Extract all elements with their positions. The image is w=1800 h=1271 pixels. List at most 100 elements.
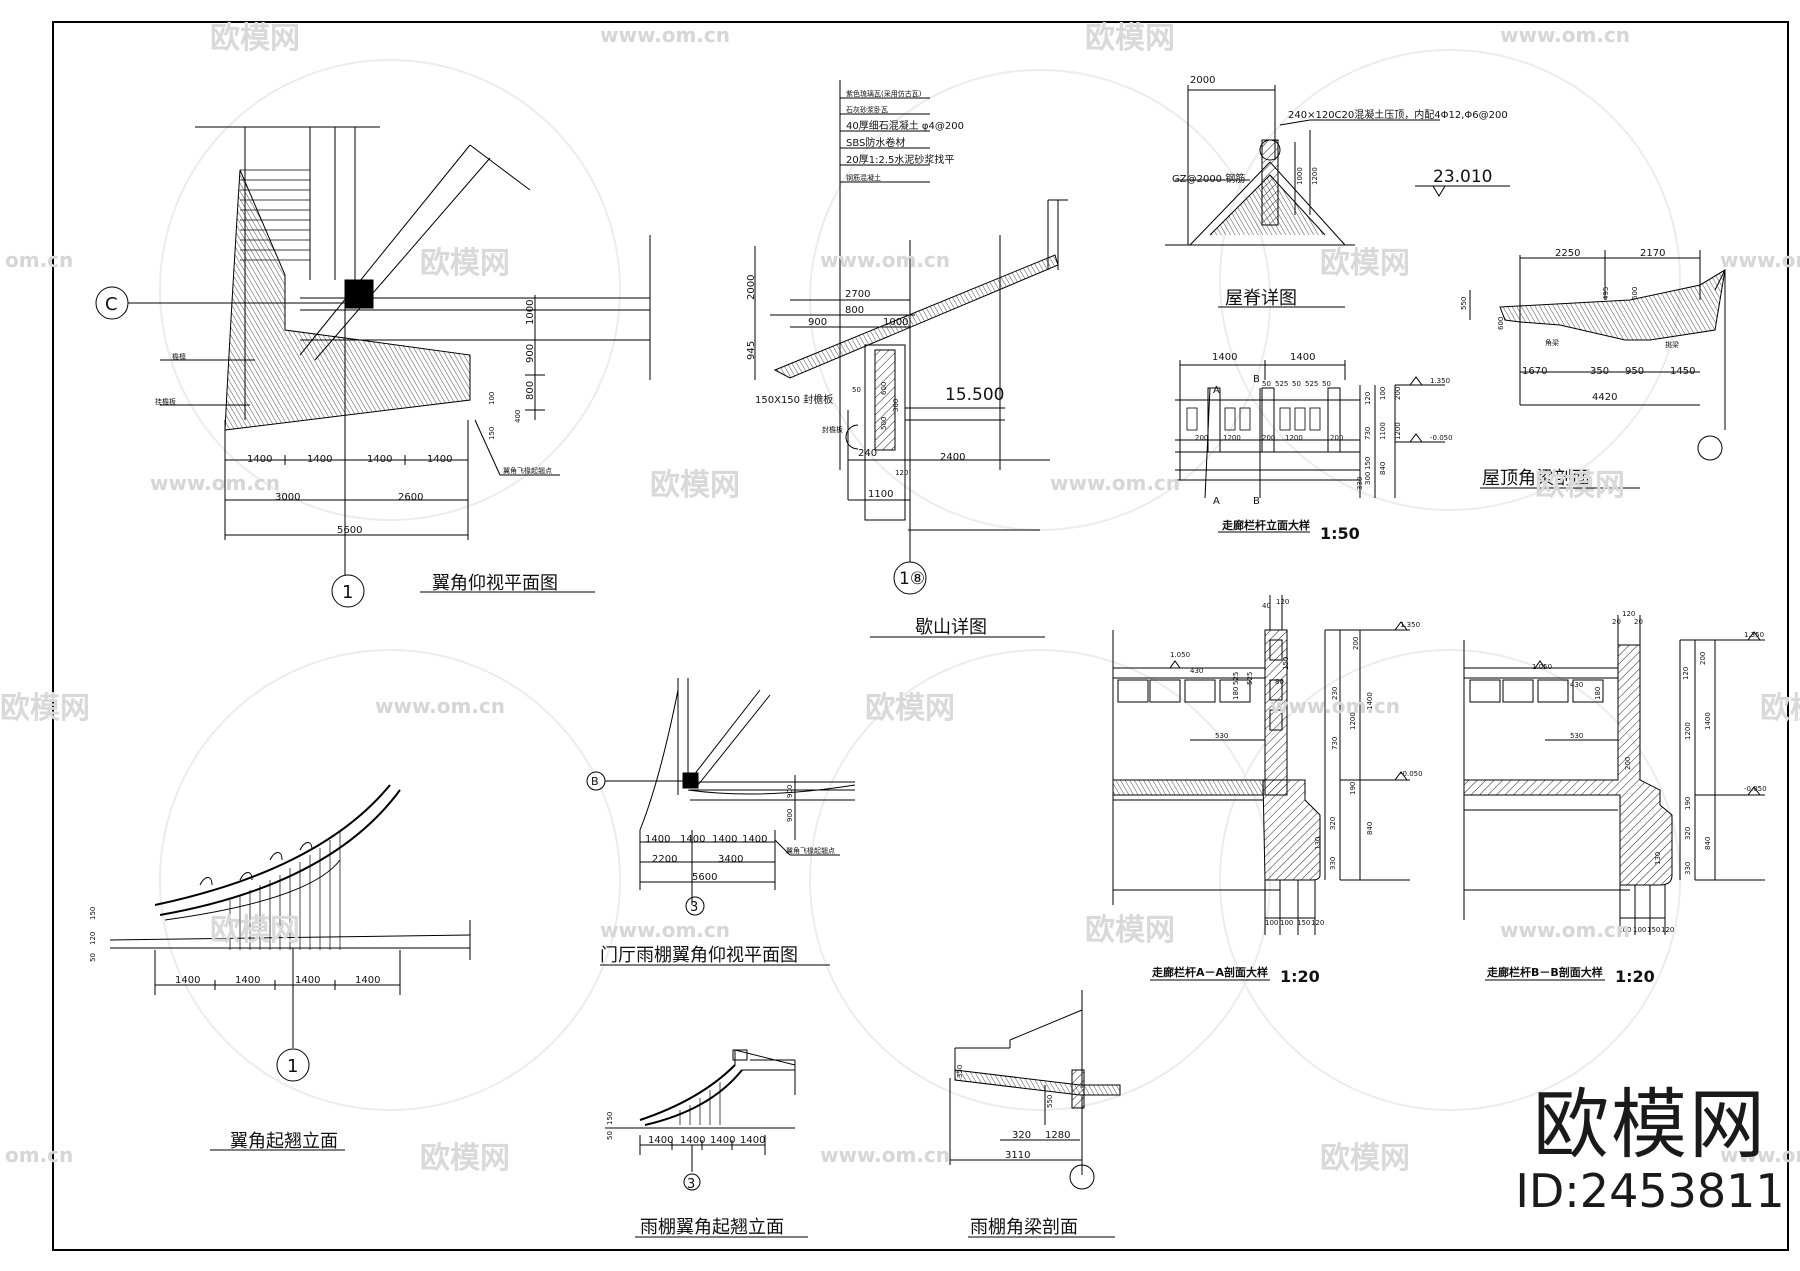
section-a-dim-b2: 100 [1280, 919, 1293, 927]
gable-layer-5: 20厚1:2.5水泥砂浆找平 [846, 153, 954, 166]
railing-dim-top-1: 1400 [1212, 352, 1237, 363]
watermark-brand: 欧模网 [420, 246, 510, 281]
watermark-url: www.om.cn [1270, 694, 1400, 718]
railing-dim-mid-5: 50 [1322, 380, 1331, 388]
wing-plan-dim-2: 1400 [307, 454, 332, 465]
section-b-scale: 1:20 [1615, 967, 1655, 986]
canopy-plan-dim-total: 5600 [692, 872, 717, 883]
section-a-dim-top-2: 120 [1276, 598, 1289, 606]
canopy-plan-axis-3: 3 [690, 900, 698, 915]
railing-cut-a: A [1213, 385, 1220, 396]
section-a-dim-200: 200 [1352, 637, 1360, 650]
watermark-url: www.om.cn [1720, 1143, 1800, 1167]
gable-title: 歇山详图 [915, 617, 987, 638]
section-a-dim-180: 180 [1232, 687, 1240, 700]
railing-cut-b-bottom: B [1253, 496, 1260, 507]
ridge-dim-v2: 1200 [1311, 167, 1319, 185]
section-b-dim-b4: 120 [1661, 926, 1674, 934]
roof-beam-dim-v2: 600 [1497, 317, 1505, 330]
brand-block: 欧模网 ID:2453811 [1515, 1080, 1785, 1218]
railing-drawing [1175, 360, 1445, 533]
section-b-dim-530: 530 [1570, 732, 1583, 740]
watermark-brand: 欧模网 [0, 691, 90, 726]
canopy-elev-dim-4: 1400 [740, 1135, 765, 1146]
section-b-dim-b2: 100 [1633, 926, 1646, 934]
roof-beam-labels: 2250 2170 1670 350 950 1450 4420 550 600… [1460, 248, 1695, 489]
watermark-url: www.om.cn [820, 1143, 950, 1167]
wing-elev-dim-1: 1400 [175, 975, 200, 986]
section-b-dim-b1: 100 [1618, 926, 1631, 934]
roof-beam-dim-b3: 950 [1625, 366, 1644, 377]
canopy-elev-dim-v2: 50 [606, 1131, 614, 1140]
watermark-url: www.om.cn [1720, 248, 1800, 272]
wing-plan-drawing [95, 126, 651, 608]
canopy-plan-dim-1: 1400 [645, 834, 670, 845]
canopy-plan-labels: B 3 1400 1400 1400 1400 2200 3400 5600 9… [591, 775, 835, 966]
ridge-elevation: 23.010 [1433, 167, 1492, 187]
section-a-title: 走廊栏杆A－A剖面大样 [1151, 965, 1268, 979]
watermark-url: www.om.cn [150, 471, 280, 495]
wing-elev-axis-label: 1 [287, 1056, 298, 1077]
gable-layer-4: SBS防水卷材 [846, 136, 905, 149]
section-a-labels: 40 120 1.050 430 180 530 320 130 330 100… [1151, 598, 1423, 986]
section-b-dim-130: 130 [1654, 852, 1662, 865]
gable-dim-300: 300 [892, 399, 900, 412]
canopy-plan-dim-3: 1400 [712, 834, 737, 845]
wing-plan-dim-small-3: 150 [488, 427, 496, 440]
gable-dim-945: 945 [746, 341, 757, 360]
canopy-beam-labels: 320 1280 3110 350 550 雨棚角梁剖面 [956, 1065, 1078, 1238]
gable-axis-label: 1⑧ [899, 569, 925, 589]
roof-beam-title: 屋顶角梁剖面 [1482, 468, 1590, 489]
canopy-elev-dim-2: 1400 [680, 1135, 705, 1146]
watermark-brand: 欧模网 [210, 913, 300, 948]
gable-dim-2700: 2700 [845, 289, 870, 300]
canopy-plan-dim-4: 1400 [742, 834, 767, 845]
watermark-brand: 欧模网 [650, 468, 740, 503]
railing-dim-b3: 200 [1262, 434, 1275, 442]
section-b-dim-330: 330 [1684, 862, 1692, 875]
wing-plan-dim-4: 1400 [427, 454, 452, 465]
railing-dim-v9: 840 [1379, 462, 1387, 475]
canopy-elev-labels: 1400 1400 1400 1400 150 50 3 雨棚翼角起翘立面 [606, 1112, 784, 1238]
roof-beam-dim-v1: 550 [1460, 297, 1468, 310]
watermark-url: www.om.cn [820, 248, 950, 272]
watermark-brand: 欧模网 [1760, 691, 1800, 726]
section-b-dim-b3: 150 [1647, 926, 1660, 934]
section-b-dim-200b: 200 [1624, 757, 1632, 770]
wing-plan-dim-small-1: 400 [514, 410, 522, 423]
section-a-elev-mid: 1.050 [1170, 651, 1190, 659]
section-a-dim-530: 530 [1215, 732, 1228, 740]
ridge-dim: 2000 [1190, 75, 1215, 86]
canopy-elev-dim-1: 1400 [648, 1135, 673, 1146]
brand-name: 欧模网 [1533, 1080, 1767, 1169]
canopy-plan-dim-2: 1400 [680, 834, 705, 845]
canopy-elev-title: 雨棚翼角起翘立面 [640, 1217, 784, 1238]
ridge-drawing [1165, 85, 1510, 308]
canopy-elev-drawing [605, 1049, 808, 1238]
section-b-dim-840: 840 [1704, 837, 1712, 850]
wing-elev-dim-3: 1400 [295, 975, 320, 986]
roof-beam-dim-total: 4420 [1592, 392, 1617, 403]
canopy-plan-drawing [586, 678, 856, 966]
section-b-labels: 20 120 20 1.050 430 180 530 120 200 1200… [1486, 610, 1767, 986]
wing-elev-drawing [109, 784, 471, 1151]
wing-plan-dim-2600: 2600 [398, 492, 423, 503]
watermark-brand: 欧模网 [1085, 913, 1175, 948]
section-b-dim-200: 200 [1699, 652, 1707, 665]
section-b-title: 走廊栏杆B－B剖面大样 [1486, 965, 1603, 979]
watermarks: 欧模网 欧模网 欧模网 欧模网 欧模网 欧模网 欧模网 欧模网 欧模网 欧模网 … [0, 21, 1800, 1176]
gable-dim-240: 240 [858, 448, 877, 459]
wing-elev-labels: 1400 1400 1400 1400 150 120 50 1 翼角起翘立面 [89, 907, 380, 1152]
brand-id: ID:2453811 [1515, 1164, 1785, 1218]
wing-plan-dim-total: 5600 [337, 525, 362, 536]
railing-cut-b: B [1253, 374, 1260, 385]
railing-elev-bot: -0.050 [1430, 434, 1453, 442]
gable-layer-2: 石灰砂浆卧瓦 [846, 105, 888, 114]
railing-labels: 1400 1400 A B 50 525 50 525 50 200 1200 … [1195, 352, 1453, 543]
railing-dim-v10: 1200 [1394, 422, 1402, 440]
roof-beam-dim-b2: 350 [1590, 366, 1609, 377]
ridge-note-2: GZ@2000 钢筋 [1172, 172, 1245, 185]
section-a-dim-730: 730 [1331, 737, 1339, 750]
section-a-dim-430: 430 [1190, 667, 1203, 675]
